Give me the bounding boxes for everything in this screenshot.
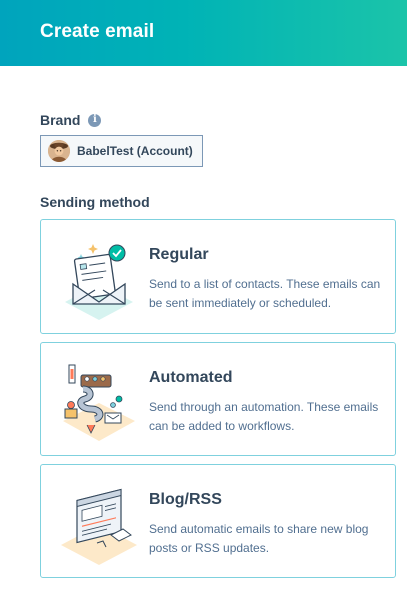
brand-selected-value: BabelTest (Account): [77, 144, 193, 158]
sending-method-automated-card[interactable]: Automated Send through an automation. Th…: [40, 342, 396, 456]
account-avatar-icon: [48, 140, 70, 162]
avatar: [48, 140, 70, 162]
sending-method-description: Send automatic emails to share new blog …: [149, 522, 369, 555]
sending-method-description: Send to a list of contacts. These emails…: [149, 277, 381, 310]
sending-method-title: Automated: [149, 369, 233, 386]
envelope-illustration-icon: [59, 232, 139, 322]
brand-label: Brand: [40, 112, 81, 128]
sending-method-regular-card[interactable]: Regular Send to a list of contacts. Thes…: [40, 219, 396, 334]
brand-label-row: Brand i: [40, 110, 102, 130]
panel-header: Create email: [0, 0, 407, 66]
brand-selector[interactable]: BabelTest (Account): [40, 135, 203, 167]
page-title: Create email: [40, 21, 155, 42]
sending-method-blog-rss-card[interactable]: Blog/RSS Send automatic emails to share …: [40, 464, 396, 578]
info-icon[interactable]: i: [88, 113, 102, 127]
automation-illustration-icon: [59, 355, 139, 445]
sending-method-description: Send through an automation. These emails…: [149, 400, 379, 433]
sending-method-title: Regular: [149, 246, 209, 263]
blog-browser-illustration-icon: [59, 477, 139, 567]
sending-method-label: Sending method: [40, 194, 150, 210]
sending-method-title: Blog/RSS: [149, 491, 222, 508]
